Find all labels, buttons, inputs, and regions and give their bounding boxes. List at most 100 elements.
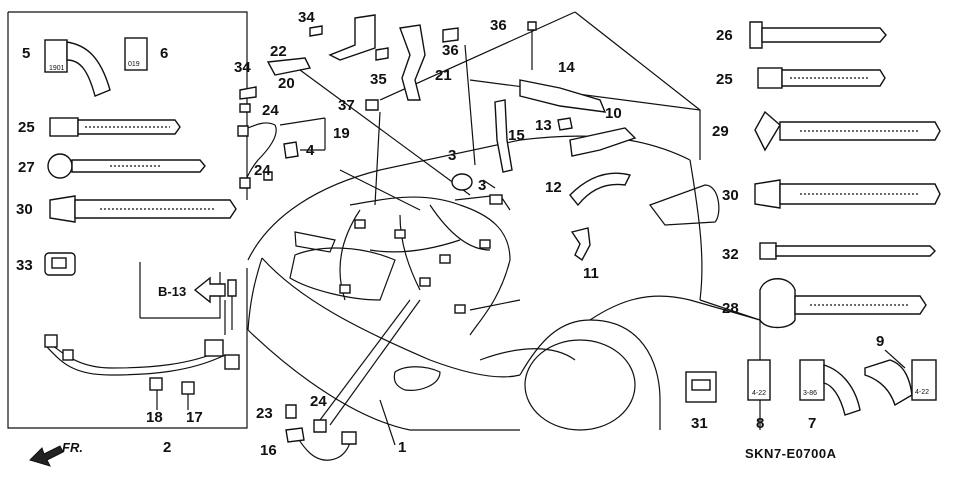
part-24-bolt-left: [239, 103, 273, 181]
part-29-tie: [754, 110, 941, 152]
part-4-clip: [283, 141, 299, 159]
leader-37: [374, 111, 381, 206]
callout-18: 18: [146, 409, 163, 426]
callout-35: 35: [370, 71, 387, 88]
left-frame-top: [8, 11, 248, 200]
callout-30a: 30: [16, 201, 33, 218]
callout-37: 37: [338, 97, 355, 114]
callout-3a: 3: [448, 147, 456, 164]
part-14-bracket: [519, 79, 607, 113]
part-32-tie: [759, 242, 936, 260]
leader-1c: [319, 299, 411, 421]
callout-34b: 34: [234, 59, 251, 76]
callouts: 1 2 3 3 4 5 6 7 8 9 10 11 12 13 14 15 16…: [16, 9, 884, 459]
vehicle-outline: [247, 11, 761, 431]
part-5-connector: 1901: [44, 39, 111, 97]
callout-2: 2: [163, 439, 171, 456]
part-10-bracket: [569, 127, 637, 157]
callout-25a: 25: [18, 119, 35, 136]
part-16-ground-cable: [285, 427, 357, 461]
part-6-code: 019: [128, 61, 140, 68]
part-23-bolt: [285, 404, 297, 419]
part-7-connector: 3-86: [799, 359, 861, 416]
callout-24c: 24: [310, 393, 327, 410]
part-33-connector: [44, 252, 76, 276]
callout-22: 22: [270, 43, 287, 60]
callout-26: 26: [716, 27, 733, 44]
section-ref: B-13: [158, 284, 186, 299]
callout-13: 13: [535, 117, 552, 134]
callout-9: 9: [876, 333, 884, 350]
part-5-code: 1901: [49, 65, 65, 72]
callout-4: 4: [306, 142, 315, 159]
leader-24: [339, 169, 421, 211]
front-arrow: [29, 445, 64, 467]
callout-31: 31: [691, 415, 708, 432]
callout-36b: 36: [442, 42, 459, 59]
diagram-reference-code: SKN7-E0700A: [745, 446, 837, 461]
callout-6: 6: [160, 45, 168, 62]
part-6-connector: 019: [124, 37, 148, 71]
leader-3b: [482, 179, 496, 189]
callout-32: 32: [722, 246, 739, 263]
callout-1: 1: [398, 439, 406, 456]
part-25-tie-right: [757, 67, 886, 89]
left-frame-side: [7, 12, 248, 429]
callout-24a: 24: [262, 102, 279, 119]
callout-14: 14: [558, 59, 575, 76]
part-37-bolt: [365, 99, 379, 111]
part-3-grommet: [451, 173, 473, 191]
part-26-tie: [749, 21, 887, 49]
callout-8: 8: [756, 415, 764, 432]
callout-36a: 36: [490, 17, 507, 34]
part-25-tie-left: [49, 117, 181, 137]
callout-28: 28: [722, 300, 739, 317]
part-30-tie-right: [754, 179, 941, 209]
part-13-clip: [557, 117, 573, 131]
front-label: FR.: [62, 440, 83, 455]
leader-1: [379, 399, 396, 446]
callout-16: 16: [260, 442, 277, 459]
part-8-connector: 4-22: [747, 359, 771, 401]
part-11-bracket: [570, 227, 591, 262]
part-15-bracket: [494, 99, 513, 173]
callout-12: 12: [545, 179, 562, 196]
callout-25b: 25: [716, 71, 733, 88]
part-22-bracket: [239, 57, 312, 100]
callout-34a: 34: [298, 9, 315, 26]
part-21-bracket: [375, 24, 426, 101]
part-9-connector: 4-22: [864, 349, 937, 407]
part-24-bolt-bottom: [313, 419, 327, 433]
part-12-bracket: [569, 172, 632, 207]
callout-5: 5: [22, 45, 30, 62]
callout-27: 27: [18, 159, 35, 176]
part-30-tie-left: [49, 195, 237, 223]
callout-11: 11: [583, 265, 599, 282]
part-8-code: 4-22: [752, 390, 766, 397]
callout-20: 20: [278, 75, 295, 92]
callout-24b: 24: [254, 162, 271, 179]
engine-harness: [339, 194, 511, 336]
leader-3: [469, 299, 521, 311]
callout-19: 19: [333, 125, 350, 142]
callout-29: 29: [712, 123, 729, 140]
part-31-connector: [685, 371, 717, 403]
part-36-bolt: [442, 21, 537, 70]
part-2-sub-harness: [44, 279, 240, 410]
callout-17: 17: [186, 409, 203, 426]
callout-10: 10: [605, 105, 622, 122]
leader-20: [299, 69, 471, 196]
part-19-harness: [237, 117, 326, 189]
callout-3b: 3: [478, 177, 486, 194]
callout-30b: 30: [722, 187, 739, 204]
callout-21: 21: [435, 67, 452, 84]
callout-15: 15: [508, 127, 525, 144]
callout-23: 23: [256, 405, 273, 422]
callout-7: 7: [808, 415, 816, 432]
callout-33: 33: [16, 257, 33, 274]
part-9-code: 4-22: [915, 389, 929, 396]
part-27-clamp: [47, 153, 206, 179]
part-28-clip: [759, 278, 927, 329]
